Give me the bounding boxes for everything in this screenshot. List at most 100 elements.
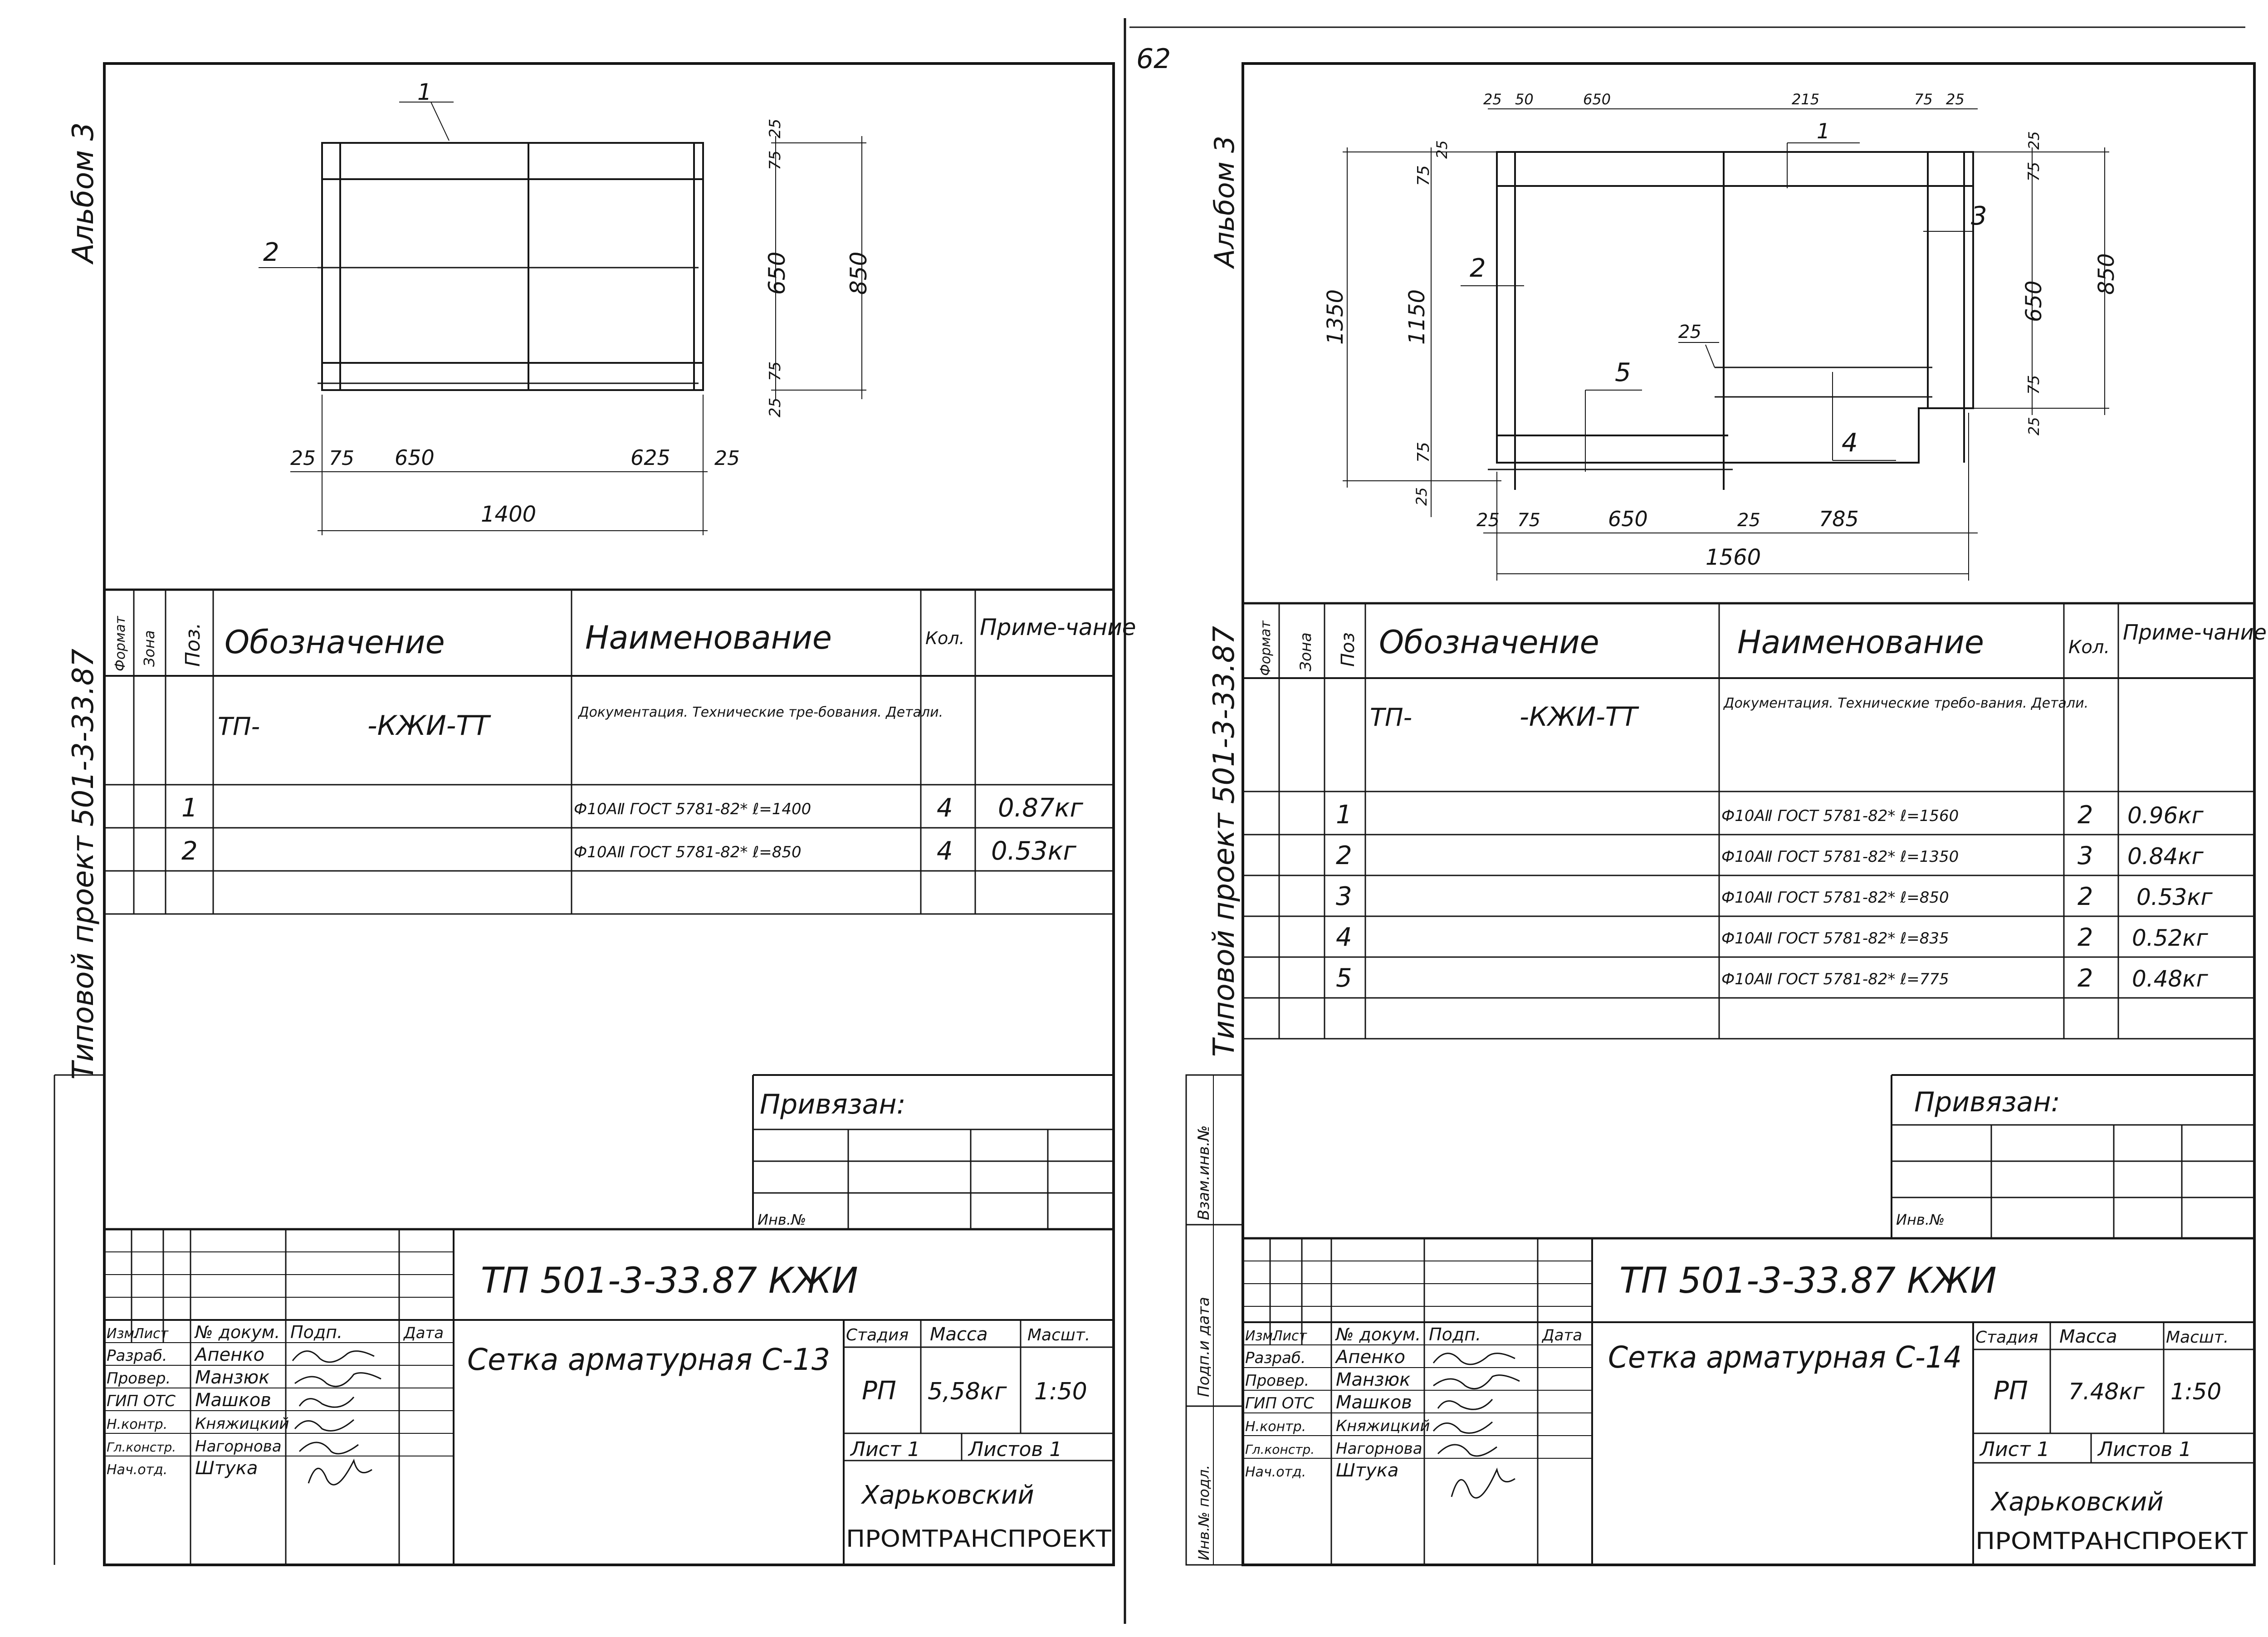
header-zone: Зона: [1297, 632, 1315, 671]
inv-no-label: Инв.№: [1896, 1211, 1945, 1228]
dim-right-25-bottom: 25: [766, 398, 784, 417]
header-qty: Кол.: [925, 628, 965, 648]
title-block: ТП 501-3-33.87 КЖИ Изм. Лист № докум. По…: [104, 1228, 1114, 1565]
name-5: Нагорнова: [195, 1437, 282, 1456]
header-note: Приме-чание: [2123, 620, 2267, 645]
sheet-left: Альбом 3 Типовой проект 501-3-33.87 25 7…: [54, 62, 1136, 1566]
spec-table: Формат Зона Поз Обозначение Наименование…: [1243, 602, 2267, 1040]
name-6: Штука: [1336, 1460, 1398, 1481]
name-4: Княжицкий: [195, 1415, 289, 1433]
side-label-album: Альбом 3: [1209, 136, 1241, 269]
doc-row-designation-left: ТП-: [218, 712, 260, 741]
header-format: Формат: [1258, 620, 1274, 676]
row-2-note: 0.84кг: [2127, 843, 2204, 870]
row-2-qty: 4: [937, 836, 953, 866]
sheet-title: Сетка арматурная С-14: [1608, 1340, 1962, 1375]
dim-right-25-top: 25: [766, 119, 784, 138]
dim-bottom-625: 625: [631, 445, 670, 470]
drawing-code: ТП 501-3-33.87 КЖИ: [1619, 1261, 1997, 1301]
col-doc: № докум.: [1335, 1324, 1421, 1344]
row-2-name: Ф10АⅡ ГОСТ 5781-82* ℓ=1350: [1721, 848, 1959, 866]
dim-right-650: 650: [764, 252, 790, 295]
col-izm: Изм.: [1245, 1328, 1277, 1344]
dim-left-75-bottom: 75: [1414, 442, 1433, 463]
role-5: Гл.констр.: [1245, 1442, 1315, 1457]
dim-left-1150: 1150: [1404, 289, 1430, 345]
label-pos2: 2: [1470, 254, 1486, 283]
col-list: Лист: [1272, 1328, 1308, 1344]
col-izm: Изм.: [107, 1326, 139, 1342]
row-1-pos: 1: [181, 793, 198, 823]
role-3: ГИП ОТС: [1245, 1394, 1314, 1412]
row-3-name: Ф10АⅡ ГОСТ 5781-82* ℓ=850: [1721, 889, 1949, 907]
col-sign: Подп.: [290, 1322, 342, 1342]
dim-right-850: 850: [846, 252, 872, 295]
dim-bottom-25-right: 25: [714, 447, 740, 470]
org-line1: Харьковский: [1990, 1487, 2164, 1517]
ref-label-1: 1: [1817, 119, 1830, 143]
title-block: ТП 501-3-33.87 КЖИ Изм. Лист № докум. По…: [1243, 1237, 2254, 1565]
col-sign: Подп.: [1429, 1324, 1481, 1344]
mass-label: Масса: [930, 1324, 988, 1345]
col-date: Дата: [1541, 1326, 1582, 1344]
drawing-code: ТП 501-3-33.87 КЖИ: [481, 1261, 858, 1301]
dim-right-75-top: 75: [2025, 162, 2043, 181]
row-1-note: 0.87кг: [998, 793, 1084, 823]
dim-total: 1560: [1706, 545, 1761, 570]
dim-bottom-25-left: 25: [290, 447, 316, 470]
side-label-project: Типовой проект 501-3-33.87: [1207, 626, 1241, 1057]
name-1: Апенко: [194, 1344, 264, 1365]
dim-bottom-75: 75: [1517, 510, 1540, 531]
role-6: Нач.отд.: [107, 1462, 167, 1478]
row-4-note: 0.52кг: [2132, 925, 2209, 951]
row-3-note: 0.53кг: [2136, 884, 2213, 910]
dim-left-1350: 1350: [1323, 289, 1348, 345]
dim-top-75: 75: [1914, 91, 1933, 108]
row-5-qty: 2: [2077, 964, 2093, 992]
dim-top-25b: 25: [1946, 91, 1965, 108]
mass-label: Масса: [2059, 1326, 2117, 1347]
label-pos5: 5: [1615, 358, 1631, 387]
role-1: Разраб.: [1245, 1349, 1306, 1367]
name-6: Штука: [195, 1458, 258, 1479]
scale-value: 1:50: [1034, 1378, 1087, 1405]
dim-top-650: 650: [1583, 91, 1611, 108]
role-2: Провер.: [1245, 1372, 1309, 1390]
dim-right-25-bottom: 25: [2025, 417, 2043, 435]
row-4-name: Ф10АⅡ ГОСТ 5781-82* ℓ=835: [1721, 929, 1949, 948]
stage-value: РП: [862, 1376, 896, 1406]
name-3: Машков: [195, 1390, 271, 1411]
row-5-name: Ф10АⅡ ГОСТ 5781-82* ℓ=775: [1721, 970, 1949, 988]
stage-label: Стадия: [846, 1326, 909, 1344]
privyazan-label: Привязан:: [1914, 1086, 2060, 1118]
role-2: Провер.: [107, 1369, 171, 1388]
mass-value: 7.48кг: [2068, 1378, 2145, 1405]
sheets-value: Листов 1: [968, 1438, 1062, 1461]
name-2: Манзюк: [1336, 1369, 1410, 1390]
dim-right-75-bottom: 75: [2025, 375, 2043, 395]
sheet-right: Альбом 3 Типовой проект 501-3-33.87 Взам…: [1185, 62, 2267, 1566]
header-designation: Обозначение: [1379, 624, 1599, 661]
stamp-podp: Подп.и дата: [1195, 1297, 1213, 1397]
role-6: Нач.отд.: [1245, 1464, 1306, 1480]
doc-row-designation-left: ТП-: [1370, 703, 1412, 732]
privyazan-label: Привязан:: [760, 1089, 906, 1120]
mass-value: 5,58кг: [928, 1378, 1007, 1405]
page-number: 62: [1136, 43, 1171, 75]
row-2-note: 0.53кг: [991, 836, 1077, 866]
header-name: Наименование: [585, 619, 832, 656]
row-2-qty: 3: [2077, 841, 2093, 870]
org-line1: Харьковский: [860, 1481, 1034, 1510]
row-1-qty: 4: [937, 793, 953, 823]
side-label-album: Альбом 3: [67, 122, 100, 265]
signatures: [1432, 1353, 1520, 1499]
header-name: Наименование: [1737, 624, 1984, 661]
sheet-value: Лист 1: [1979, 1438, 2049, 1461]
sheet-frame: [1242, 62, 2256, 1566]
header-qty: Кол.: [2068, 637, 2110, 658]
org-line2: ПРОМТРАНСПРОЕКТ: [1975, 1528, 2248, 1555]
sheet-title: Сетка арматурная С-13: [467, 1342, 830, 1377]
dim-inner-25: 25: [1678, 322, 1701, 342]
doc-row-designation-right: -КЖИ-ТТ: [1520, 701, 1639, 732]
